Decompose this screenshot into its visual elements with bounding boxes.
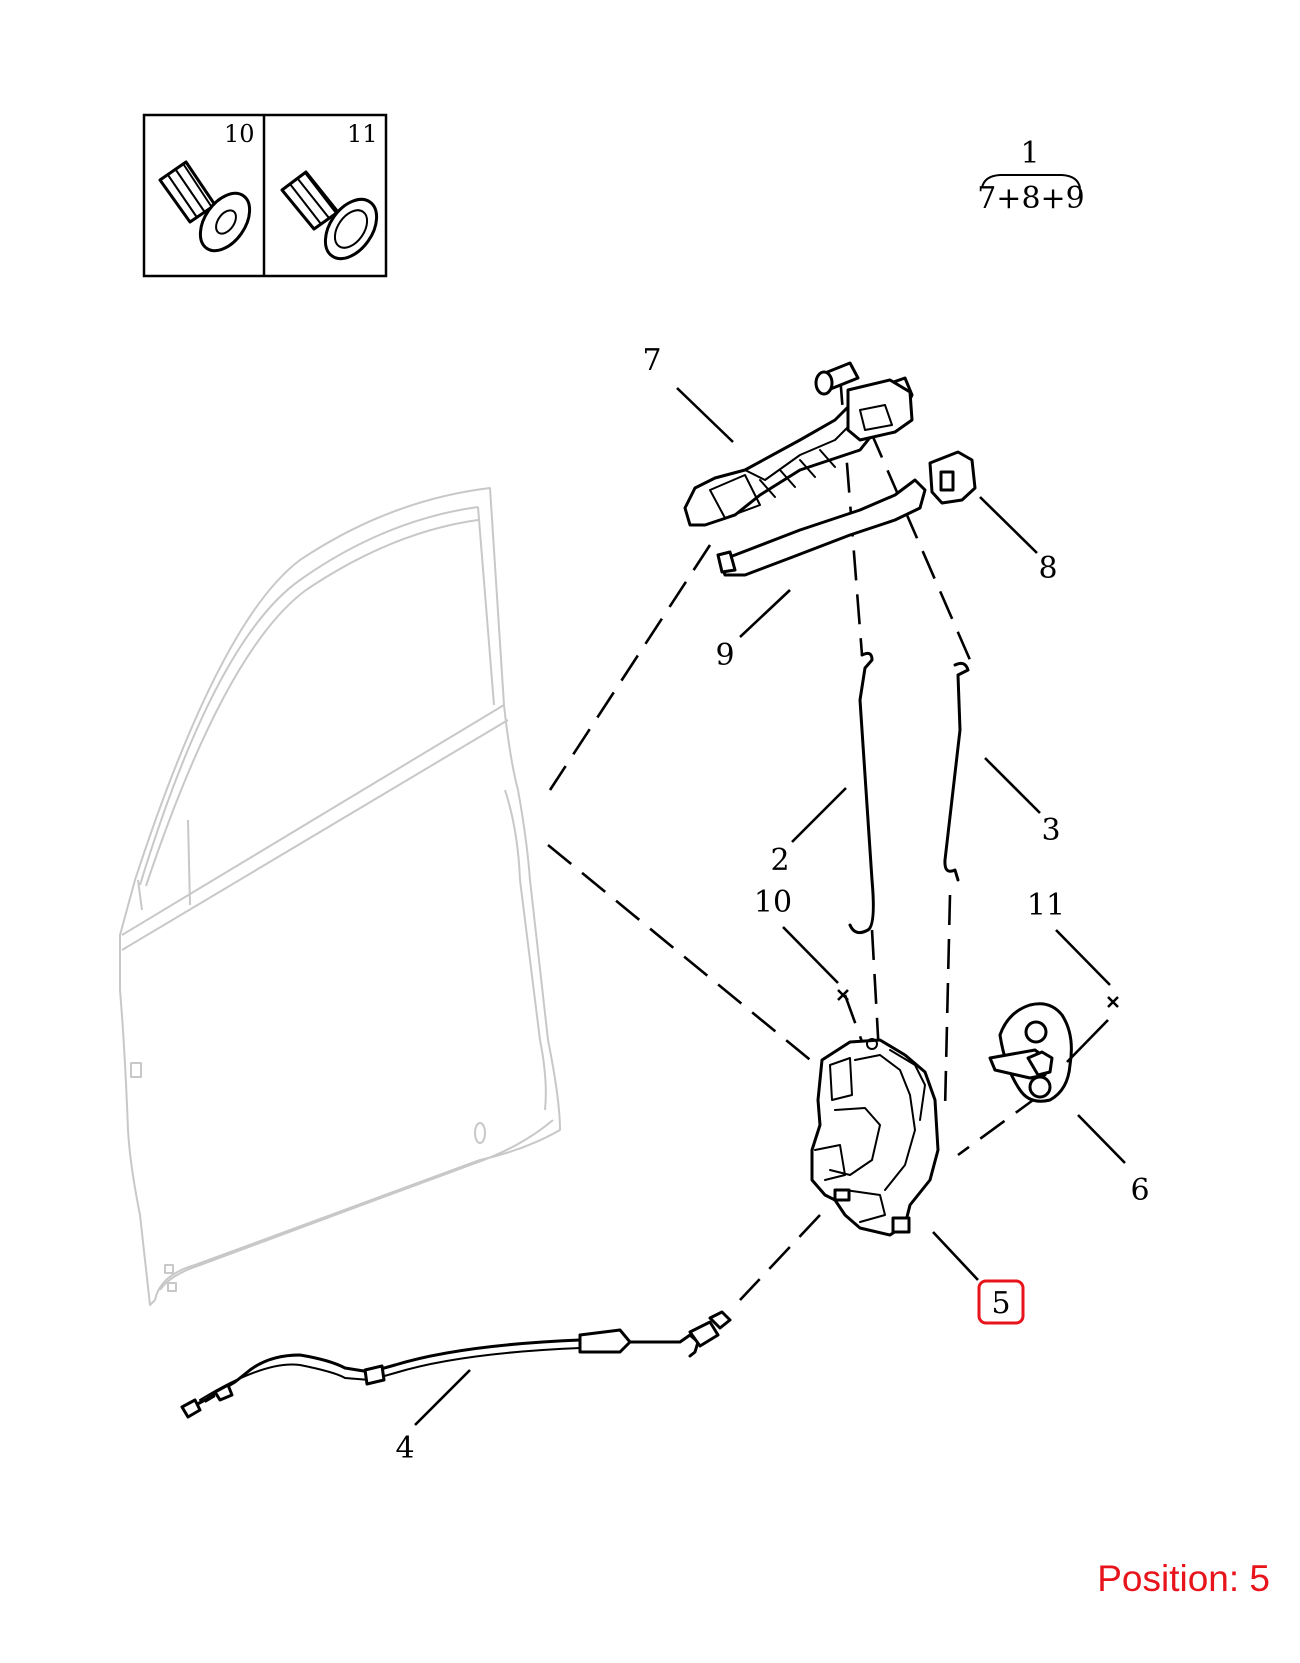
leader-lines <box>414 387 1126 1426</box>
callout-10: 10 <box>754 885 792 920</box>
inset-label-10: 10 <box>224 120 255 148</box>
assembly-composition: 7+8+9 <box>977 181 1085 216</box>
assembly-number: 1 <box>1020 136 1039 171</box>
callout-5: 5 <box>991 1286 1010 1321</box>
door-outline <box>119 487 561 1306</box>
door-lock-actuator <box>810 1038 940 1237</box>
callout-6: 6 <box>1130 1173 1149 1208</box>
inset-label-11: 11 <box>347 120 378 148</box>
rod-2 <box>848 651 875 935</box>
rod-3 <box>943 661 970 882</box>
callout-3: 3 <box>1041 813 1060 848</box>
screw-11-icon <box>280 170 379 261</box>
assembly-legend: 1 7+8+9 <box>977 136 1085 216</box>
screw-inset-box: 10 11 <box>142 113 388 278</box>
release-cable <box>180 1310 732 1419</box>
callout-11: 11 <box>1027 888 1065 923</box>
door-striker <box>988 1002 1073 1103</box>
callout-2: 2 <box>770 843 789 878</box>
position-label: Position: 5 <box>1097 1558 1270 1599</box>
callout-9: 9 <box>715 638 734 673</box>
callout-8: 8 <box>1038 551 1057 586</box>
highlight-box <box>977 1279 1025 1325</box>
callout-numbers: 7 8 9 2 3 10 11 6 4 5 <box>395 343 1149 1466</box>
screw-markers <box>837 989 1119 1008</box>
connection-lines <box>547 374 1041 1301</box>
screw-10-icon <box>158 160 252 253</box>
door-handle-assembly <box>683 361 977 577</box>
callout-7: 7 <box>642 343 661 378</box>
callout-4: 4 <box>395 1431 414 1466</box>
